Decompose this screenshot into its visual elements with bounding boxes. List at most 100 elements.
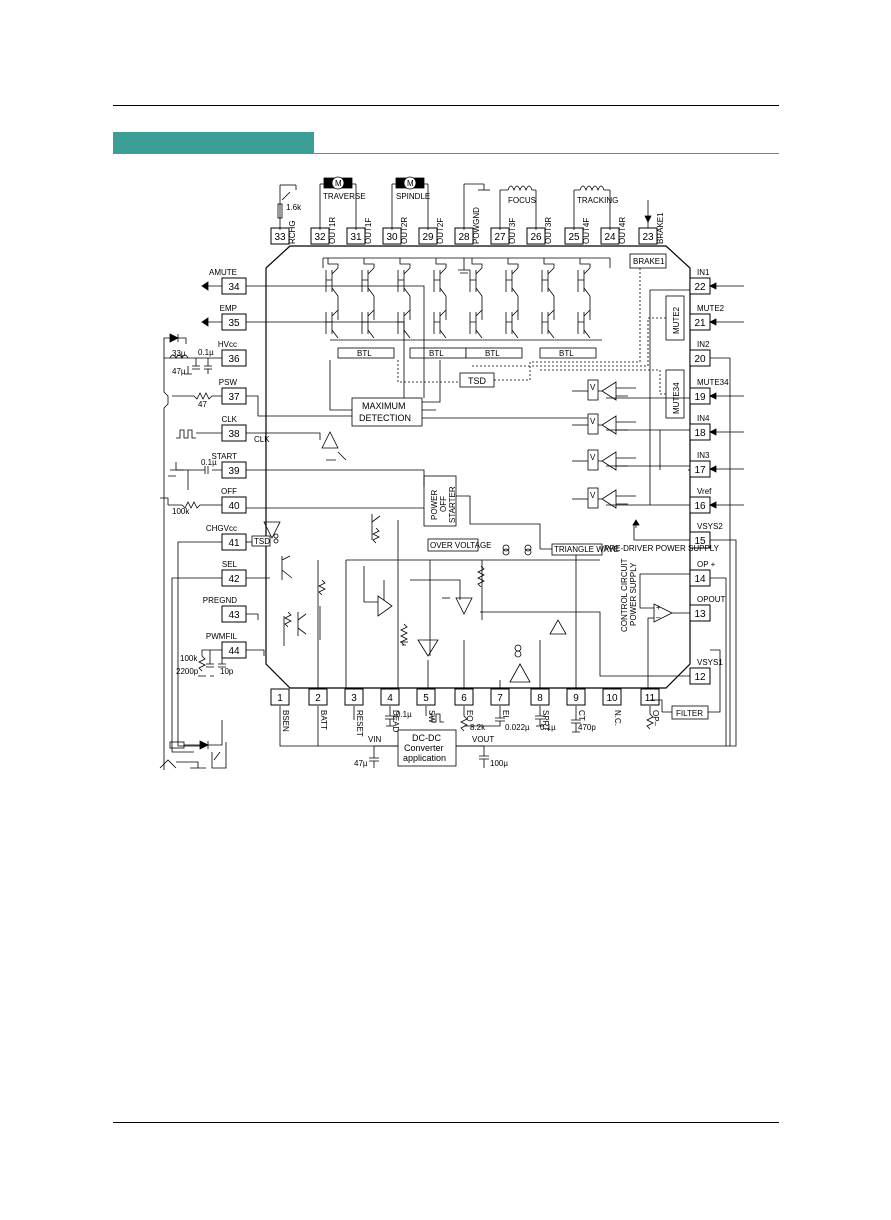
pin-name: IN1 (697, 268, 710, 277)
pin-number: 23 (642, 232, 654, 243)
c-2200p-label: 2200p (176, 667, 199, 676)
over-voltage-block (427, 538, 479, 552)
pin-35: 35 EMP (220, 304, 247, 331)
pin-number: 38 (228, 429, 240, 440)
btl-1-label: BTL (357, 349, 372, 358)
pin-6: 6EO (454, 688, 474, 722)
brake1-block-label: BRAKE1 (633, 257, 665, 266)
r-100k-a-label: 100k (172, 507, 190, 516)
traverse-label: TRAVERSE (323, 192, 366, 201)
pin-name: CHGVcc (206, 524, 237, 533)
pin-name: OUT4F (582, 218, 591, 244)
pin-number: 28 (458, 232, 470, 243)
pin-name: OUT2F (436, 218, 445, 244)
pin-number: 24 (604, 232, 616, 243)
output-transistor-pair (433, 258, 447, 339)
pin-name: PWMFIL (206, 632, 238, 641)
pin-name: OUT2R (400, 217, 409, 244)
pin-number: 37 (228, 392, 240, 403)
pin-name: POWGND (472, 207, 481, 244)
c-33u-label: 33µ (172, 349, 186, 358)
brake1-input (644, 200, 652, 228)
vin-label: VIN (368, 735, 382, 744)
btl-blocks: BTL BTL BTL BTL (337, 347, 597, 359)
pin-name: OUT4R (618, 217, 627, 244)
pin-name: EO (465, 710, 474, 722)
pin-41: 41 CHGVcc (206, 524, 247, 551)
spindle-motor-symbol: M (407, 179, 414, 188)
output-transistor-pair (325, 258, 339, 339)
pin-name: N.C. (613, 710, 622, 726)
pin-name: SEL (222, 560, 238, 569)
c-47u-b-label: 47µ (354, 759, 368, 768)
filter-label: FILTER (676, 709, 703, 718)
pin-name: OP– (651, 710, 660, 727)
c-0-1u-d-label: 0.1µ (540, 723, 556, 732)
traverse-motor-symbol: M (335, 179, 342, 188)
pin-name: MUTE34 (697, 378, 729, 387)
pin-number: 29 (422, 232, 434, 243)
pin-number: 34 (228, 282, 240, 293)
pin-number: 35 (228, 318, 240, 329)
over-voltage-label: OVER VOLTAGE (430, 541, 492, 550)
pin-number: 4 (387, 693, 393, 704)
pin-name: SW (427, 710, 436, 723)
control-circuit-label-2: POWER SUPPLY (629, 562, 638, 626)
pin-number: 8 (537, 693, 543, 704)
pin-name: VSYS2 (697, 522, 723, 531)
pin-number: 19 (694, 392, 706, 403)
r-47-label: 47 (198, 400, 207, 409)
pin-name: HVcc (218, 340, 237, 349)
driver-amp-1: V (572, 379, 636, 401)
pin-number: 25 (568, 232, 580, 243)
pin-number: 32 (314, 232, 326, 243)
tsd-small-label: TSD (254, 537, 270, 546)
pin-number: 26 (530, 232, 542, 243)
spindle-motor: M SPINDLE (391, 176, 430, 230)
pre-driver-supply-label: PRE-DRIVER POWER SUPPLY (604, 544, 720, 553)
bottom-external-circuit: 0.1µ 8.2k 0.022µ 0.1µ 470p FILTER DC-DC … (279, 539, 737, 768)
power-off-starter-block (423, 475, 457, 527)
pin-number: 3 (351, 693, 357, 704)
pin-number: 41 (228, 538, 240, 549)
pin-name: EMP (220, 304, 237, 313)
r-8-2k-label: 8.2k (470, 723, 486, 732)
output-transistor-pair (361, 258, 375, 339)
pin-name: CLK (221, 415, 237, 424)
svg-text:–: – (656, 613, 661, 622)
vout-label: VOUT (472, 735, 494, 744)
pin-name: PSW (219, 378, 238, 387)
filter-block (671, 705, 709, 720)
pin-number: 40 (228, 501, 240, 512)
pin-number: 21 (694, 318, 706, 329)
driver-amp-4: V (572, 487, 636, 509)
spindle-label: SPINDLE (396, 192, 430, 201)
max-detection-line1: MAXIMUM (362, 401, 406, 411)
btl-3-label: BTL (485, 349, 500, 358)
pin-number: 6 (461, 693, 467, 704)
max-detection-line2: DETECTION (359, 413, 411, 423)
pin-number: 2 (315, 693, 321, 704)
pin-number: 9 (573, 693, 579, 704)
control-circuit-label-1: CONTROL CIRCUIT (620, 558, 629, 632)
tracking-label: TRACKING (577, 196, 618, 205)
pin-number: 12 (694, 672, 706, 683)
